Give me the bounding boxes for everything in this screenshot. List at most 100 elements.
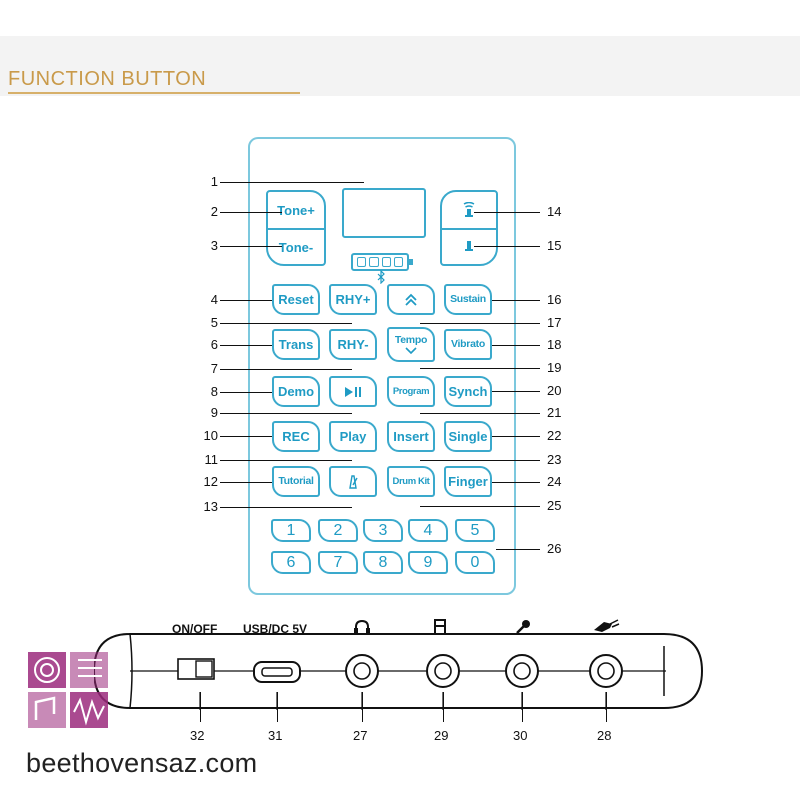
callout-2: 2	[210, 204, 218, 219]
callout-24: 24	[547, 474, 562, 489]
sustain-button[interactable]: Sustain	[444, 284, 492, 315]
callout-8: 8	[210, 384, 218, 399]
tone-plus-button[interactable]: Tone+	[266, 190, 326, 230]
usb-dc-label: USB/DC 5V	[243, 622, 308, 636]
port-callout-31: 31	[268, 728, 283, 743]
title-underline	[8, 92, 300, 94]
drum-kit-button[interactable]: Drum Kit	[387, 466, 435, 497]
port-callout-32: 32	[190, 728, 205, 743]
battery-indicator	[351, 253, 413, 271]
single-button[interactable]: Single	[444, 421, 492, 452]
microphone-icon	[516, 620, 530, 634]
leader-line	[220, 323, 352, 325]
tempo-label: Tempo	[394, 334, 428, 347]
sustain-pedal-icon	[434, 619, 446, 635]
vibrato-button[interactable]: Vibrato	[444, 329, 492, 360]
leader-line	[220, 300, 272, 302]
play-button[interactable]: Play	[329, 421, 377, 452]
number-key-9[interactable]: 9	[408, 551, 448, 574]
callout-1: 1	[210, 174, 218, 189]
rhy-minus-button[interactable]: RHY-	[329, 329, 377, 360]
leader-line	[474, 212, 540, 214]
leader-line	[492, 391, 540, 393]
leader-line	[277, 692, 278, 722]
rec-button[interactable]: REC	[272, 421, 320, 452]
callout-20: 20	[547, 383, 562, 398]
control-panel	[248, 137, 516, 595]
device-side-view	[94, 633, 704, 710]
leader-line	[220, 482, 272, 484]
volume-up-icon	[463, 202, 475, 217]
play-pause-icon	[345, 386, 361, 397]
trans-button[interactable]: Trans	[272, 329, 320, 360]
power-plug-icon	[594, 619, 620, 632]
number-key-8[interactable]: 8	[363, 551, 403, 574]
leader-line	[420, 323, 540, 325]
leader-line	[492, 345, 540, 347]
leader-line	[443, 692, 444, 722]
bluetooth-icon	[377, 270, 385, 284]
callout-3: 3	[210, 238, 218, 253]
number-key-6[interactable]: 6	[271, 551, 311, 574]
demo-button[interactable]: Demo	[272, 376, 320, 407]
leader-line	[522, 692, 523, 722]
callout-10: 10	[203, 428, 218, 443]
brand-logo	[28, 652, 108, 728]
leader-line	[474, 246, 540, 248]
leader-line	[420, 413, 540, 415]
leader-line	[492, 436, 540, 438]
leader-line	[420, 460, 540, 462]
callout-15: 15	[547, 238, 562, 253]
leader-line	[220, 182, 364, 184]
chevron-down-icon	[405, 346, 417, 354]
synch-button[interactable]: Synch	[444, 376, 492, 407]
leader-line	[606, 692, 607, 722]
callout-5: 5	[210, 315, 218, 330]
callout-17: 17	[547, 315, 562, 330]
callout-18: 18	[547, 337, 562, 352]
leader-line	[492, 300, 540, 302]
number-key-0[interactable]: 0	[455, 551, 495, 574]
number-key-4[interactable]: 4	[408, 519, 448, 542]
program-button[interactable]: Program	[387, 376, 435, 407]
leader-line	[200, 692, 201, 722]
callout-11: 11	[204, 452, 219, 467]
finger-button[interactable]: Finger	[444, 466, 492, 497]
leader-line	[496, 549, 540, 551]
metronome-button[interactable]	[329, 466, 377, 497]
leader-line	[220, 212, 282, 214]
leader-line	[420, 368, 540, 370]
play-pause-button[interactable]	[329, 376, 377, 407]
port-callout-27: 27	[353, 728, 368, 743]
callout-14: 14	[547, 204, 562, 219]
number-key-3[interactable]: 3	[363, 519, 403, 542]
tutorial-button[interactable]: Tutorial	[272, 466, 320, 497]
number-key-7[interactable]: 7	[318, 551, 358, 574]
brand-watermark: beethovensaz.com	[26, 748, 258, 778]
leader-line	[362, 692, 363, 722]
callout-7: 7	[210, 361, 218, 376]
callout-22: 22	[547, 428, 562, 443]
page-title: FUNCTION BUTTON	[8, 68, 207, 90]
tempo-button[interactable]: Tempo	[387, 327, 435, 362]
number-key-5[interactable]: 5	[455, 519, 495, 542]
callout-13: 13	[203, 499, 218, 514]
callout-25: 25	[547, 498, 562, 513]
lcd-display	[342, 188, 426, 238]
leader-line	[220, 413, 352, 415]
number-key-2[interactable]: 2	[318, 519, 358, 542]
leader-line	[220, 392, 272, 394]
port-callout-30: 30	[513, 728, 528, 743]
callout-23: 23	[547, 452, 562, 467]
volume-up-button[interactable]	[440, 190, 498, 230]
reset-button[interactable]: Reset	[272, 284, 320, 315]
rhy-plus-button[interactable]: RHY+	[329, 284, 377, 315]
number-key-1[interactable]: 1	[271, 519, 311, 542]
insert-button[interactable]: Insert	[387, 421, 435, 452]
port-callout-29: 29	[434, 728, 449, 743]
callout-12: 12	[203, 474, 218, 489]
callout-16: 16	[547, 292, 562, 307]
up-button[interactable]	[387, 284, 435, 315]
leader-line	[220, 369, 352, 371]
callout-21: 21	[547, 405, 562, 420]
